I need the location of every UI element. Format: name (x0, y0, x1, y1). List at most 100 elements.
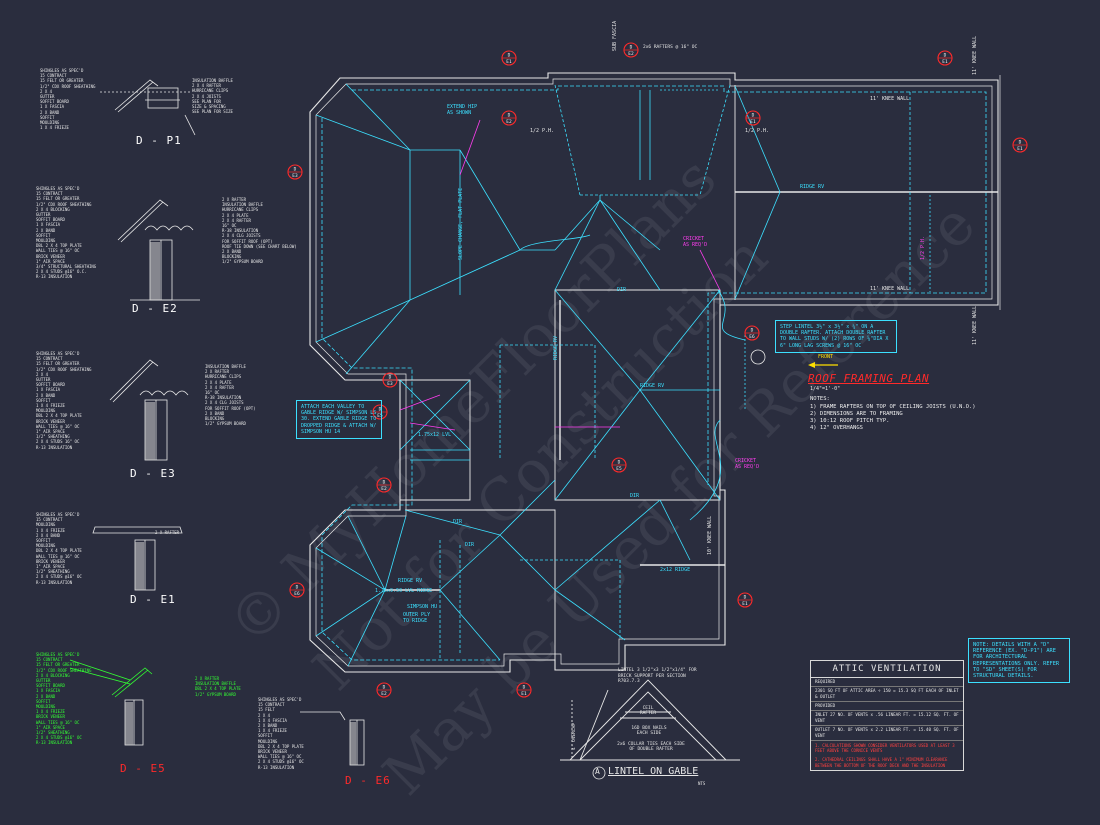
callout-step-lintel: STEP LINTEL 3½" x 3½" x ¼" ON A DOUBLE R… (775, 320, 897, 353)
gable-label-collar: 2x6 COLLAR TIES EACH SIDE OF DOUBLE RAFT… (617, 742, 685, 752)
detail-label: R-38 INSULATION (222, 228, 259, 234)
detail-label: SOFFIT (40, 114, 55, 120)
label-cricket-top: CRICKET AS REQ'D (683, 236, 708, 248)
detail-label: 2 X 4 BLOCKING (36, 672, 70, 678)
detail-label: HURRICANE CLIPS (222, 207, 259, 213)
detail-label: 2 X RAFTER (155, 530, 180, 535)
detail-label: DBL 2 X 4 TOP PLATE (36, 548, 82, 554)
section-marker-number: E2 (381, 486, 387, 492)
detail-label: 2 X 4 PLATE (222, 212, 249, 218)
label-dim-3: 1/2 P.H. (920, 235, 926, 260)
section-marker-number: E1 (1017, 146, 1023, 152)
label-lvl: 1.75x12 LVL (418, 432, 452, 438)
section-marker-number: E6 (749, 334, 755, 340)
detail-label: 2 X 4 STUDS @16" OC (36, 574, 82, 580)
detail-label: 2 X 4 RAFTER (205, 384, 234, 390)
detail-label: 2 X 4 BLOCKING (36, 206, 70, 212)
label-ridge-top: RIDGE RV (800, 184, 825, 190)
attic-footnote-2: 2. CATHEDRAL CEILINGS SHALL HAVE A 1" MI… (815, 757, 948, 768)
notes-heading: NOTES: (810, 396, 830, 402)
detail-label: DBL 2 X 4 TOP PLATE (195, 686, 241, 692)
detail-label: 1 X 4 FRIEZE (36, 527, 65, 533)
note-item: 3) 10:12 ROOF PITCH TYP. (810, 418, 890, 424)
section-marker: DE2 (376, 682, 392, 698)
attic-inlet-line: INLET 27 NO. OF VENTS x .56 LINEAR FT. =… (811, 711, 963, 726)
detail-label: 2 X 4 STUDS @16" OC (36, 735, 82, 741)
detail-label: 1 X 4 FRIEZE (36, 403, 65, 409)
detail-label: 2 X RAFTER (205, 369, 230, 375)
section-marker: DE2 (501, 110, 517, 126)
note-item: 2) DIMENSIONS ARE TO FRAMING (810, 411, 903, 417)
label-ridge-vert: RIDGE RV (553, 335, 559, 360)
detail-label: 1/2" SHEATHING (36, 434, 70, 440)
label-dim-2: 1/2 P.H. (745, 128, 770, 134)
label-knee-lower: 10' KNEE WALL (707, 515, 713, 555)
detail-label: R-13 INSULATION (36, 274, 73, 280)
detail-label: MOULDING (36, 238, 56, 244)
label-dim-1: 1/2 P.H. (530, 128, 555, 134)
detail-label: HURRICANE CLIPS (192, 88, 229, 94)
section-marker: DE1 (516, 682, 532, 698)
detail-label: 15 CONTRACT (40, 73, 67, 79)
section-marker-number: E1 (742, 601, 748, 607)
detail-label: GUTTER (40, 94, 55, 100)
detail-label: R-13 INSULATION (36, 579, 73, 585)
section-marker: DE2 (623, 42, 639, 58)
label-dir-2: DIR (630, 493, 640, 499)
detail-title-d-e3: D - E3 (130, 467, 176, 480)
gable-number-bubble (592, 766, 606, 780)
detail-label: 2 X RAFTER (222, 197, 247, 202)
detail-label: ROOF TIE DOWN (SEE CHART BELOW) (222, 243, 297, 249)
detail-label: 15 CONTRACT (258, 702, 285, 708)
detail-label: 2 X 4 STUDS @16" OC (258, 759, 304, 765)
detail-label: SOFFIT BOARD (36, 382, 65, 388)
gable-label-nails: 16D BOX NAILS EACH SIDE (631, 726, 667, 736)
detail-label: 15 CONTRACT (36, 657, 63, 663)
detail-label: DBL 2 X 4 TOP PLATE (36, 243, 82, 249)
section-marker: DE5 (611, 457, 627, 473)
label-simpson: SIMPSON HU (407, 604, 438, 610)
attic-ventilation-title: ATTIC VENTILATION (811, 661, 963, 678)
gable-label-ceil: CEIL RAFTER (639, 706, 657, 716)
detail-label: 2 X 4 RAFTER (222, 217, 251, 223)
detail-label: SHINGLES AS SPEC'D (36, 186, 80, 191)
detail-label: 2 X 4 STUDS @16" O.C. (36, 269, 87, 275)
detail-label: SHINGLES AS SPEC'D (258, 697, 302, 702)
detail-label: 2 X BAND (258, 723, 278, 729)
detail-label: FOR SOFFIT ROOF (OPT) (205, 405, 256, 411)
detail-label: 2 X RAFTER (195, 676, 220, 681)
section-marker: DE2 (376, 477, 392, 493)
detail-label: 1 X FASCIA (36, 222, 61, 228)
attic-ventilation-table: ATTIC VENTILATION REQUIRED 2301 SQ FT OF… (810, 660, 964, 771)
detail-label: 2 X 4 (36, 371, 49, 377)
detail-label: 2 X BAND (36, 227, 56, 233)
section-marker-number: E2 (628, 51, 634, 57)
detail-a-bubble (750, 349, 766, 365)
label-ridge-bottom: 2x12 RIDGE (660, 567, 691, 573)
label-slope-change: SLOPE CHANGE, FLAT PLATE (458, 187, 464, 260)
detail-label: 15 FELT OR GREATER (36, 196, 80, 202)
detail-label: INSULATION BAFFLE (205, 364, 246, 369)
detail-label: SHINGLES AS SPEC'D (36, 652, 80, 657)
section-marker-letter: D (744, 595, 747, 601)
label-cricket-bottom: CRICKET AS REQ'D (735, 458, 760, 470)
front-label: FRONT (818, 354, 834, 360)
detail-label: 1/2" GYPSUM BOARD (195, 691, 236, 697)
section-marker-number: E2 (506, 119, 512, 125)
detail-label: 2 X 4 BAND (36, 532, 61, 538)
detail-label: 2 X 4 RAFTER (192, 83, 221, 89)
detail-label: 2 X BAND (205, 410, 225, 416)
masonry-hatch (125, 242, 356, 765)
detail-label: 15 CONTRACT (36, 356, 63, 362)
detail-label: 1" AIR SPACE (36, 258, 65, 264)
detail-label: 1/2" GYPSUM BOARD (205, 421, 246, 427)
detail-label: R-13 INSULATION (258, 764, 295, 770)
section-marker-letter: D (296, 585, 299, 591)
detail-label: SOFFIT (36, 232, 51, 238)
section-marker: DE1 (501, 50, 517, 66)
detail-label: 1/2" SHEATHING (36, 730, 70, 736)
